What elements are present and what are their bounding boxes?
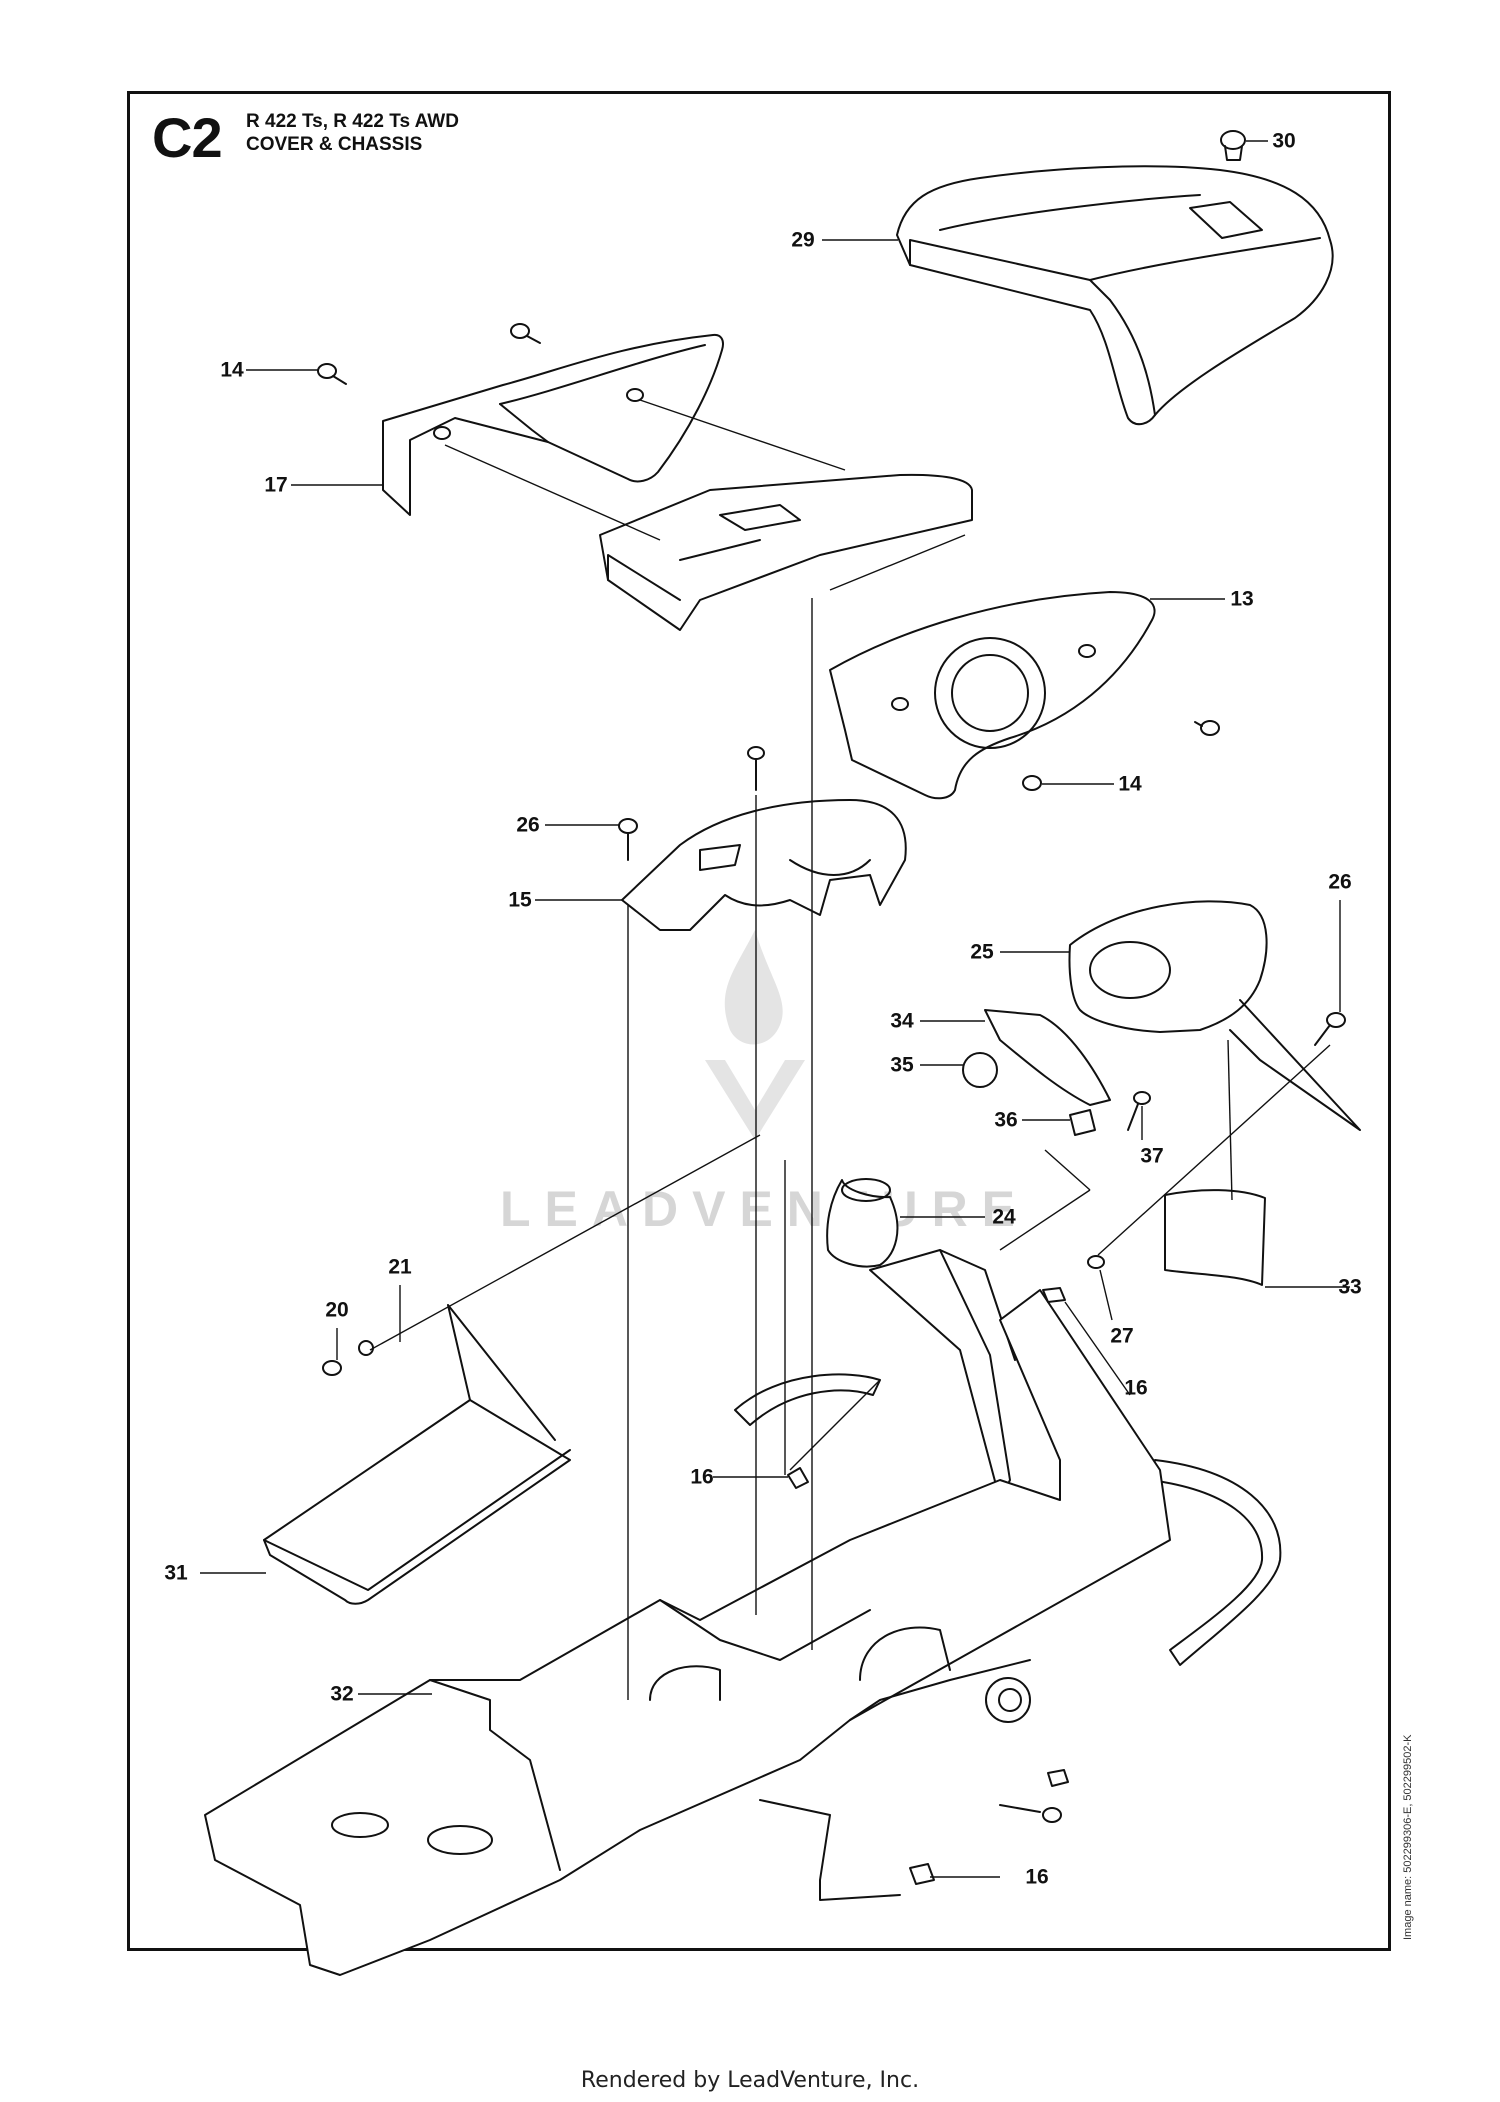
part-14-screw-lower-b bbox=[1022, 775, 1042, 791]
callout-37: 37 bbox=[1140, 1144, 1164, 1168]
part-16-clip-c bbox=[909, 1863, 935, 1885]
diagram-frame bbox=[127, 91, 1391, 1951]
part-36-clip bbox=[1069, 1109, 1096, 1136]
callout-15: 15 bbox=[508, 888, 532, 912]
part-26-screw-c bbox=[1314, 1012, 1346, 1046]
part-14-screw-lower-a bbox=[1194, 720, 1220, 736]
callout-31: 31 bbox=[164, 1561, 188, 1585]
callout-27: 27 bbox=[1110, 1324, 1134, 1348]
part-33-panel bbox=[1164, 1189, 1266, 1286]
part-32-chassis bbox=[204, 1289, 1171, 1976]
part-30-knob bbox=[1220, 130, 1246, 161]
part-31-footrest bbox=[263, 1304, 571, 1605]
part-16-clip-a bbox=[1042, 1287, 1066, 1303]
diagram-title: COVER & CHASSIS bbox=[246, 134, 423, 155]
callout-33: 33 bbox=[1338, 1275, 1362, 1299]
part-handle-bar-left bbox=[734, 1373, 881, 1426]
part-27-bushing bbox=[1087, 1255, 1105, 1269]
footer-credit: Rendered by LeadVenture, Inc. bbox=[580, 2068, 920, 2093]
callout-16-upper-right: 16 bbox=[1124, 1376, 1148, 1400]
part-13-front-cover bbox=[829, 591, 1156, 800]
leadventure-logo-watermark bbox=[700, 920, 810, 1155]
part-clip-rear bbox=[1047, 1769, 1069, 1787]
callout-21: 21 bbox=[388, 1255, 412, 1279]
part-34-housing bbox=[984, 1009, 1111, 1106]
callout-30: 30 bbox=[1272, 129, 1296, 153]
part-26-screw-b bbox=[747, 746, 765, 791]
part-steering-column-frame bbox=[869, 1249, 1016, 1501]
callout-26-right: 26 bbox=[1328, 870, 1352, 894]
callout-32: 32 bbox=[330, 1682, 354, 1706]
callout-36: 36 bbox=[994, 1108, 1018, 1132]
callout-17: 17 bbox=[264, 473, 288, 497]
image-name-imprint: Image name: 502299306-E, 502299502-K bbox=[1402, 1734, 1414, 1941]
part-14-screw-top-a bbox=[317, 363, 347, 385]
callout-35: 35 bbox=[890, 1053, 914, 1077]
watermark-text: LEADVENTURE bbox=[500, 1181, 1030, 1237]
part-15-tunnel-cover bbox=[621, 799, 907, 931]
section-code: C2 bbox=[152, 106, 223, 169]
part-21-washer bbox=[358, 1340, 374, 1356]
callout-13: 13 bbox=[1230, 587, 1254, 611]
part-14-screw-top-b bbox=[510, 323, 541, 344]
part-26-screw-a bbox=[618, 818, 638, 861]
callout-14-lower: 14 bbox=[1118, 772, 1142, 796]
callout-20: 20 bbox=[325, 1298, 349, 1322]
part-handle-bar-right bbox=[1149, 1459, 1282, 1666]
part-25-column-cover bbox=[1068, 900, 1361, 1131]
callout-25: 25 bbox=[970, 940, 994, 964]
part-center-console-plate bbox=[599, 473, 973, 631]
part-37-screw bbox=[1127, 1091, 1151, 1131]
callout-16-middle: 16 bbox=[690, 1465, 714, 1489]
callout-26-left: 26 bbox=[516, 813, 540, 837]
part-20-screw bbox=[322, 1360, 342, 1376]
callout-34: 34 bbox=[890, 1009, 914, 1033]
callout-16-bottom: 16 bbox=[1025, 1865, 1049, 1889]
part-16-clip-b bbox=[787, 1467, 809, 1489]
callout-24: 24 bbox=[992, 1205, 1016, 1229]
part-35-knob bbox=[962, 1052, 998, 1088]
callout-14-top: 14 bbox=[220, 358, 244, 382]
callout-29: 29 bbox=[791, 228, 815, 252]
part-29-rear-cover bbox=[896, 165, 1334, 426]
model-names: R 422 Ts, R 422 Ts AWD bbox=[246, 111, 459, 132]
part-24-boot bbox=[826, 1178, 899, 1268]
part-bolt-rear bbox=[999, 1804, 1062, 1823]
part-17-dash-panel bbox=[382, 333, 724, 516]
